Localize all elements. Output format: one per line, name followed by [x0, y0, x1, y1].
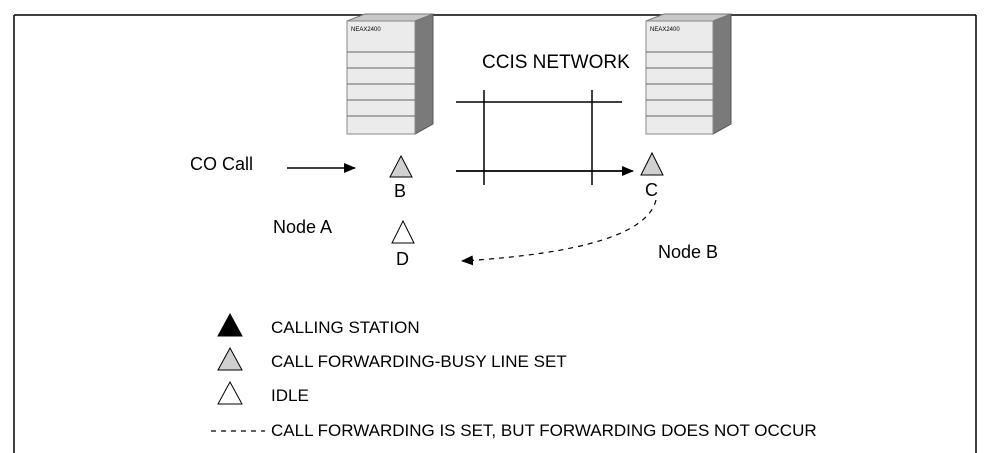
- pbx-cabinet-node-a: NEAX2400: [346, 13, 434, 135]
- station-d-idle-triangle-icon: [391, 219, 415, 244]
- co-call-label: CO Call: [190, 154, 253, 174]
- legend-idle-icon: [217, 380, 243, 405]
- station-c-busy-triangle-icon: [640, 151, 664, 176]
- legend-call-forwarding-busy-label: CALL FORWARDING-BUSY LINE SET: [271, 352, 567, 371]
- pbx-model-label-b: NEAX2400: [650, 27, 680, 33]
- pbx-model-label-a: NEAX2400: [351, 27, 381, 33]
- legend-idle-label: IDLE: [271, 386, 309, 405]
- pbx-cabinet-node-b: NEAX2400: [645, 13, 732, 135]
- node-a-label: Node A: [273, 217, 332, 237]
- station-d-label: D: [396, 249, 409, 269]
- station-b-label: B: [394, 181, 406, 201]
- node-b-label: Node B: [658, 242, 718, 262]
- ccis-network-label: CCIS NETWORK: [482, 52, 630, 73]
- figure-frame: [13, 14, 977, 453]
- legend-calling-station-icon: [217, 312, 243, 337]
- station-b-busy-triangle-icon: [389, 154, 413, 178]
- legend: CALLING STATION CALL FORWARDING-BUSY LIN…: [211, 312, 817, 440]
- forwarding-not-occur-dashed-arrow: [461, 199, 657, 266]
- legend-calling-station-label: CALLING STATION: [271, 318, 420, 337]
- legend-call-forwarding-busy-icon: [217, 346, 243, 371]
- legend-forwarding-not-occur-label: CALL FORWARDING IS SET, BUT FORWARDING D…: [271, 421, 817, 440]
- station-c-label: C: [645, 180, 658, 200]
